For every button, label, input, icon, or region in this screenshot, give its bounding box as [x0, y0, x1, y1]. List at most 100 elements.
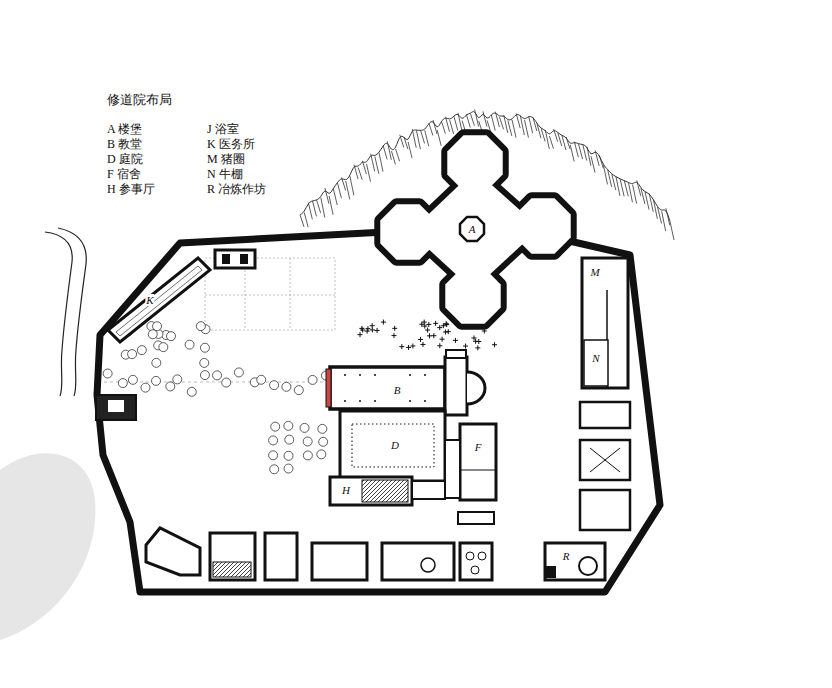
cross	[381, 320, 386, 325]
hatch-line	[491, 115, 495, 131]
tree	[257, 375, 266, 384]
hatch-line	[375, 156, 379, 173]
hatch-line	[379, 153, 383, 172]
tree	[270, 381, 279, 390]
cross	[365, 326, 370, 331]
stream	[45, 228, 86, 396]
cross	[431, 333, 436, 338]
tree	[294, 386, 303, 395]
hatch-line	[570, 145, 574, 162]
trees	[103, 322, 339, 474]
tree	[153, 322, 162, 331]
cross	[365, 329, 370, 334]
hatch-line	[574, 142, 578, 158]
cross	[472, 335, 477, 340]
hatch-line	[396, 149, 400, 161]
cross	[399, 344, 404, 349]
tree	[200, 371, 209, 380]
tree	[285, 435, 294, 444]
tree	[269, 451, 278, 460]
hatch-line	[591, 156, 595, 172]
tree	[284, 421, 293, 430]
tree	[269, 436, 278, 445]
tree	[200, 343, 209, 352]
tree	[118, 379, 127, 388]
cross	[418, 337, 423, 342]
hatch-line	[358, 168, 362, 180]
hatch-line	[524, 120, 528, 138]
hatch-line	[662, 211, 666, 231]
tree	[317, 450, 326, 459]
cross	[392, 326, 397, 331]
tree	[282, 382, 291, 391]
tree	[128, 350, 137, 359]
keep-fill	[410, 170, 540, 290]
cross	[358, 332, 363, 337]
hatch-line	[529, 116, 533, 133]
tree	[234, 368, 243, 377]
hatch-line	[508, 121, 512, 137]
tree	[128, 375, 137, 384]
tree	[185, 340, 194, 349]
tree	[318, 424, 327, 433]
cross	[375, 328, 380, 333]
cross	[406, 345, 411, 350]
tree	[319, 437, 328, 446]
legend-entry: D 庭院	[107, 153, 143, 166]
legend-entry: A 楼堡	[107, 123, 142, 136]
tree	[303, 451, 312, 460]
enclosure-wall	[97, 232, 660, 592]
hatch-line	[325, 188, 329, 204]
cross	[433, 321, 438, 326]
building-letter: H	[341, 484, 351, 496]
tree	[300, 423, 309, 432]
tree	[148, 330, 157, 339]
hatch-line	[421, 130, 425, 143]
hatch-line	[437, 130, 441, 146]
cross	[370, 323, 375, 328]
hatch-line	[470, 114, 474, 126]
hatch-line	[670, 221, 674, 240]
hatch-line	[383, 146, 387, 160]
hatch-line	[466, 114, 470, 127]
building-letter: B	[393, 384, 402, 396]
cross	[425, 328, 430, 333]
cross	[446, 329, 451, 334]
hatch-line	[308, 203, 312, 220]
legend-entry: M 猪圈	[207, 153, 245, 166]
hatch-line	[408, 142, 412, 158]
hatch-line	[666, 208, 670, 225]
keep	[380, 135, 570, 323]
hatch-line	[645, 192, 649, 210]
hatch-line	[624, 181, 628, 197]
tree	[284, 464, 293, 473]
cross	[426, 322, 431, 327]
cross	[422, 320, 427, 325]
building-letter: A	[468, 223, 477, 235]
tree	[270, 465, 279, 474]
cross	[420, 342, 425, 347]
legend-entry: B 教堂	[107, 138, 142, 151]
tree	[303, 437, 312, 446]
legend-entry: J 浴室	[207, 123, 239, 136]
hatch-line	[483, 111, 487, 126]
tree	[166, 332, 175, 341]
hatch-line	[454, 116, 458, 130]
building-letter: R	[562, 550, 571, 562]
hatch-line	[628, 182, 632, 202]
tree	[103, 369, 112, 378]
building-letter: D	[390, 439, 400, 451]
building-letter: F	[474, 441, 483, 453]
hatch-line	[412, 129, 416, 148]
hatch-line	[512, 120, 516, 138]
hatch-line	[620, 179, 624, 196]
building-letter: M	[589, 266, 600, 278]
cross	[476, 339, 481, 344]
tree	[308, 375, 317, 384]
tree	[159, 343, 168, 352]
tree	[187, 387, 196, 396]
hatch-line	[337, 183, 341, 199]
cross	[492, 342, 497, 347]
tree	[271, 422, 280, 431]
